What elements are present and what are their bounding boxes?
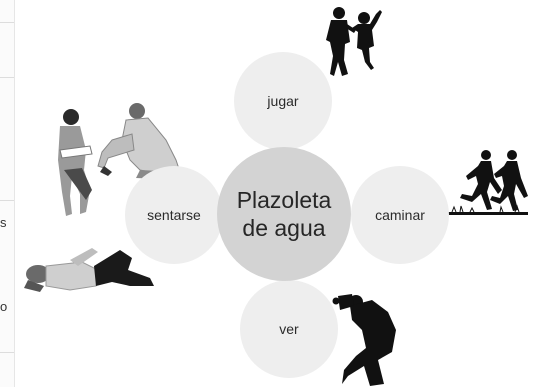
node-caminar: caminar bbox=[351, 166, 449, 264]
panel-divider bbox=[0, 22, 14, 23]
node-sentarse: sentarse bbox=[125, 166, 223, 264]
node-label: jugar bbox=[267, 93, 299, 109]
person-lying-image bbox=[24, 248, 154, 292]
left-side-panel: s o bbox=[0, 0, 15, 387]
photographer-image bbox=[332, 294, 396, 386]
children-playing-image bbox=[326, 7, 382, 76]
center-label-line: Plazoleta bbox=[236, 187, 332, 213]
couple-sitting-image bbox=[58, 103, 181, 216]
panel-divider bbox=[0, 200, 14, 201]
node-label: caminar bbox=[375, 207, 425, 223]
panel-text-fragment: o bbox=[0, 299, 8, 314]
runners-image bbox=[448, 150, 528, 215]
node-ver: ver bbox=[240, 280, 338, 378]
center-node: Plazoleta de agua bbox=[217, 147, 351, 281]
node-jugar: jugar bbox=[234, 52, 332, 150]
center-label-line: de agua bbox=[242, 215, 326, 241]
panel-text-fragment: s bbox=[0, 215, 7, 230]
center-label: Plazoleta de agua bbox=[237, 186, 332, 242]
node-label: ver bbox=[279, 321, 299, 337]
panel-divider bbox=[0, 77, 14, 78]
node-label: sentarse bbox=[147, 207, 201, 223]
panel-divider bbox=[0, 352, 14, 353]
